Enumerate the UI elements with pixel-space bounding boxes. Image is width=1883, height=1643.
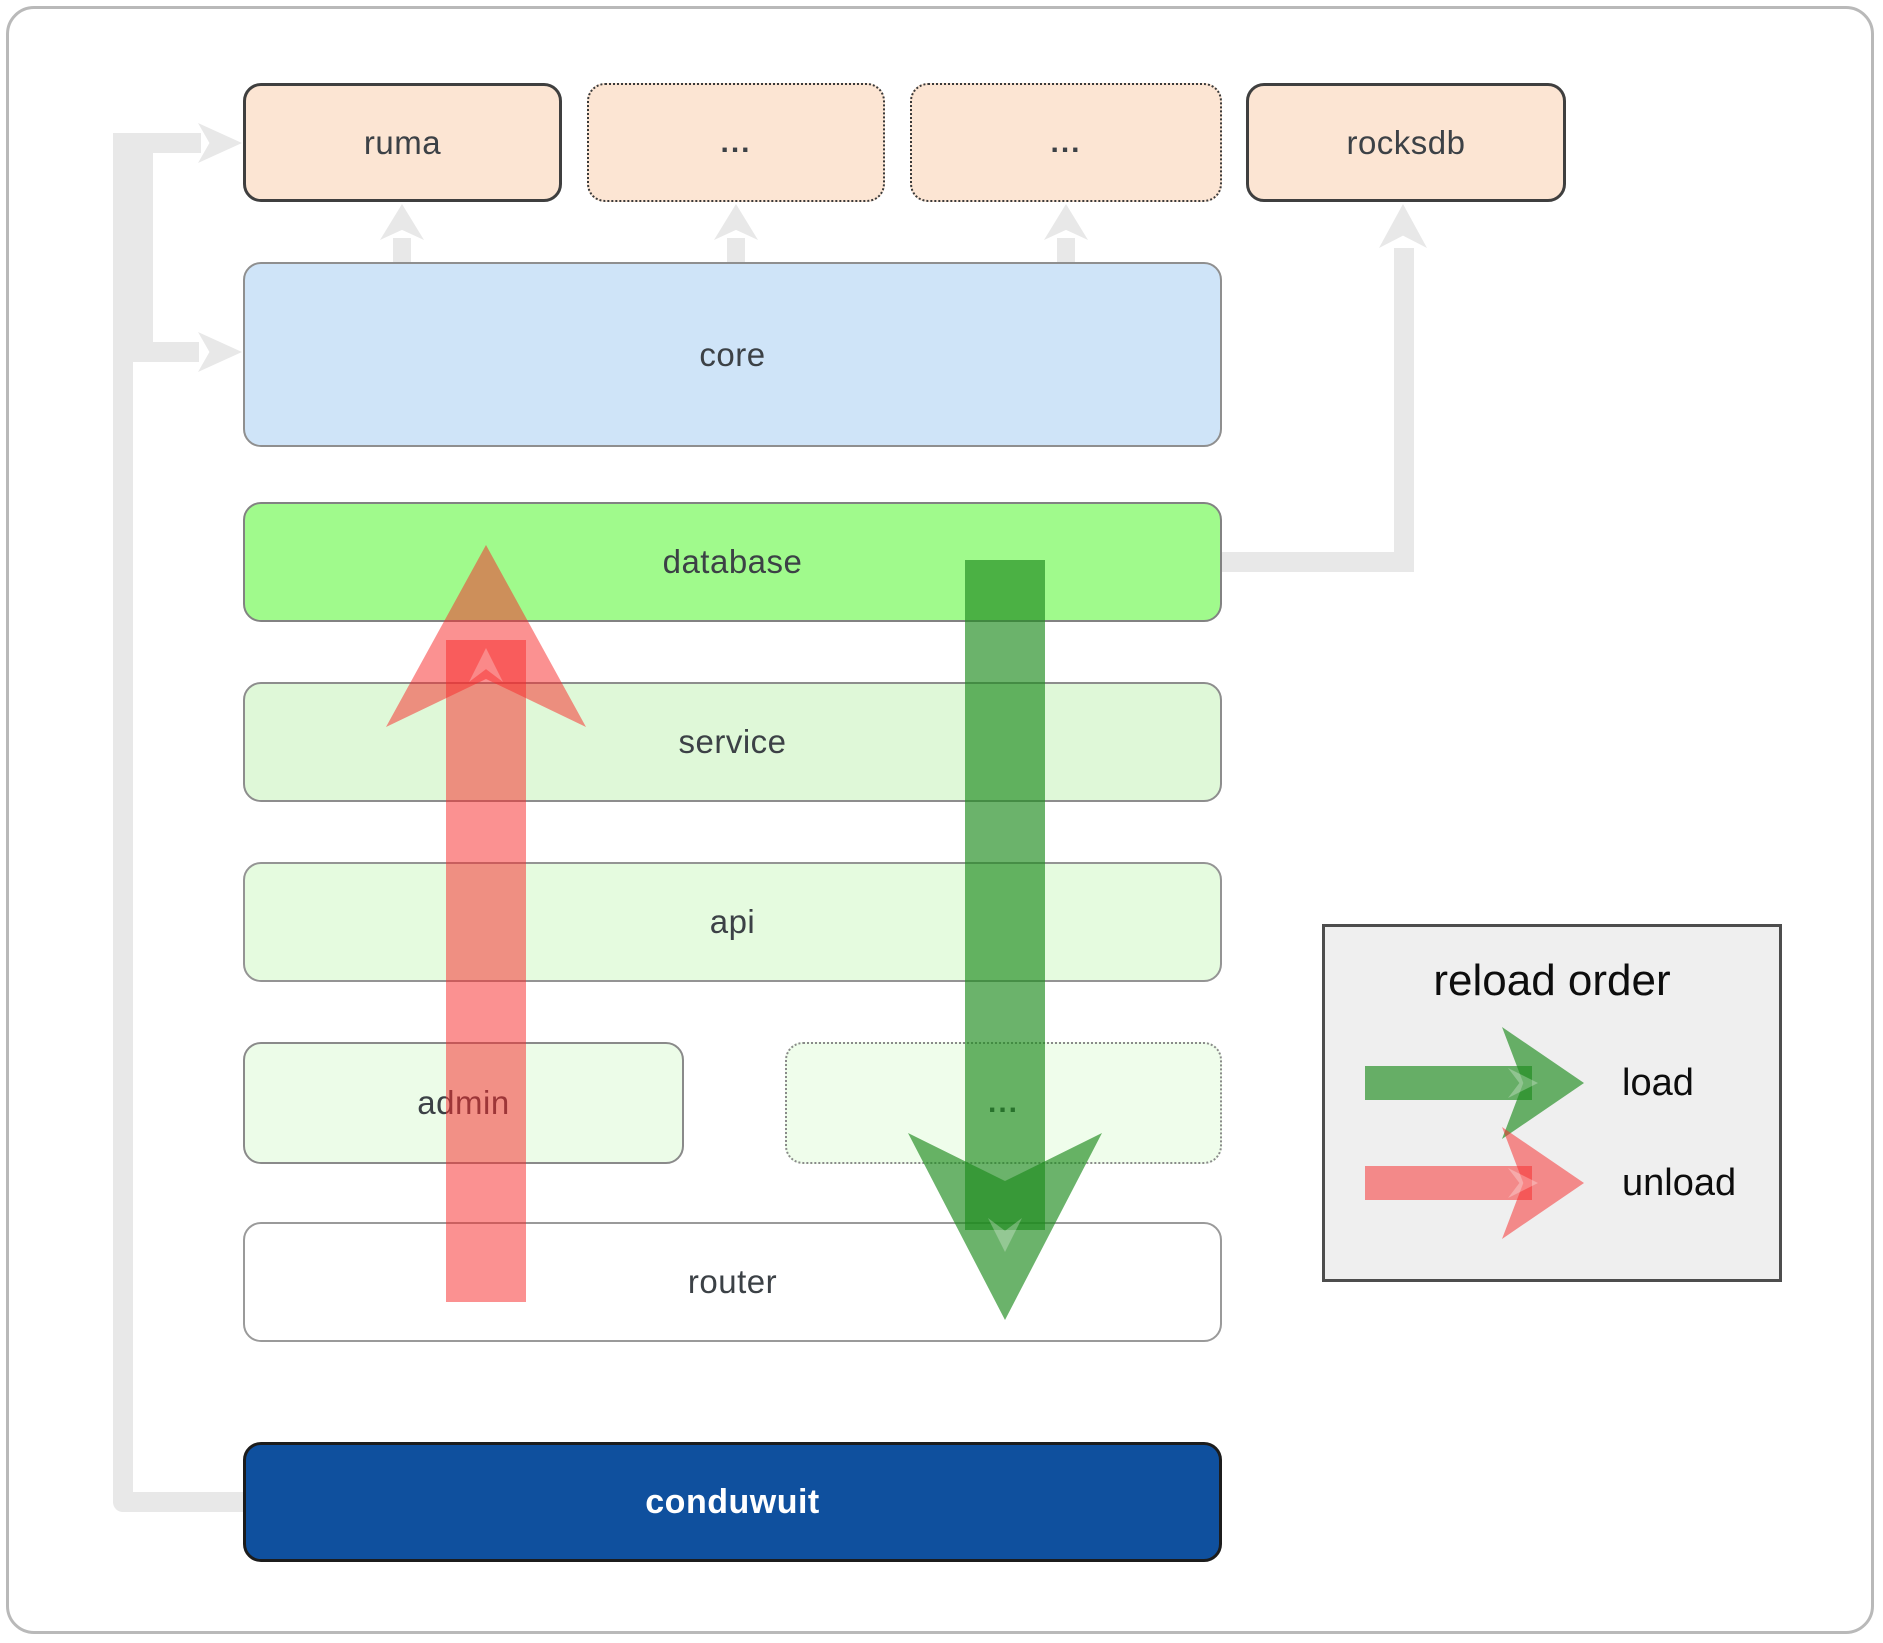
node-core-label: core — [699, 335, 766, 373]
node-conduwuit: conduwuit — [243, 1442, 1222, 1562]
node-router: router — [243, 1222, 1222, 1342]
node-conduwuit-label: conduwuit — [645, 1482, 820, 1521]
legend-unload-arrow-body — [1365, 1166, 1532, 1200]
connector-core-dots2-stem — [1057, 238, 1075, 262]
legend-load-arrow-body — [1365, 1066, 1532, 1100]
connector-conduwuit-horizontal — [113, 1492, 243, 1512]
node-database: database — [243, 502, 1222, 622]
legend-title: reload order — [1433, 956, 1671, 1005]
node-dots-top-1-label: ... — [720, 125, 752, 159]
connector-inner-vertical — [133, 153, 153, 362]
node-dots-top-2: ... — [910, 83, 1222, 202]
connector-rocksdb-vertical — [1394, 248, 1414, 572]
node-service: service — [243, 682, 1222, 802]
node-database-label: database — [662, 543, 803, 580]
legend-load-label: load — [1622, 1061, 1694, 1104]
node-dots-top-1: ... — [587, 83, 885, 202]
node-ruma-label: ruma — [363, 123, 442, 161]
node-ruma: ruma — [243, 83, 562, 202]
connector-core-ruma-stem — [393, 238, 411, 262]
load-arrow-body — [965, 560, 1045, 1230]
node-dots-top-2-label: ... — [1050, 125, 1082, 159]
node-router-label: router — [687, 1263, 778, 1300]
connector-ruma-horizontal — [113, 133, 201, 153]
node-api: api — [243, 862, 1222, 982]
legend-unload-label: unload — [1622, 1161, 1737, 1204]
connector-core-horizontal — [133, 342, 199, 362]
node-rocksdb: rocksdb — [1246, 83, 1566, 202]
diagram-border — [6, 6, 1874, 1634]
node-core: core — [243, 262, 1222, 447]
connector-left-vertical — [113, 133, 133, 1512]
unload-arrow-body — [446, 640, 526, 1302]
connector-core-dots1-stem — [727, 238, 745, 262]
connector-rocksdb-horizontal — [1222, 552, 1414, 572]
node-api-label: api — [709, 903, 756, 940]
node-rocksdb-label: rocksdb — [1346, 123, 1466, 161]
node-service-label: service — [678, 723, 787, 760]
